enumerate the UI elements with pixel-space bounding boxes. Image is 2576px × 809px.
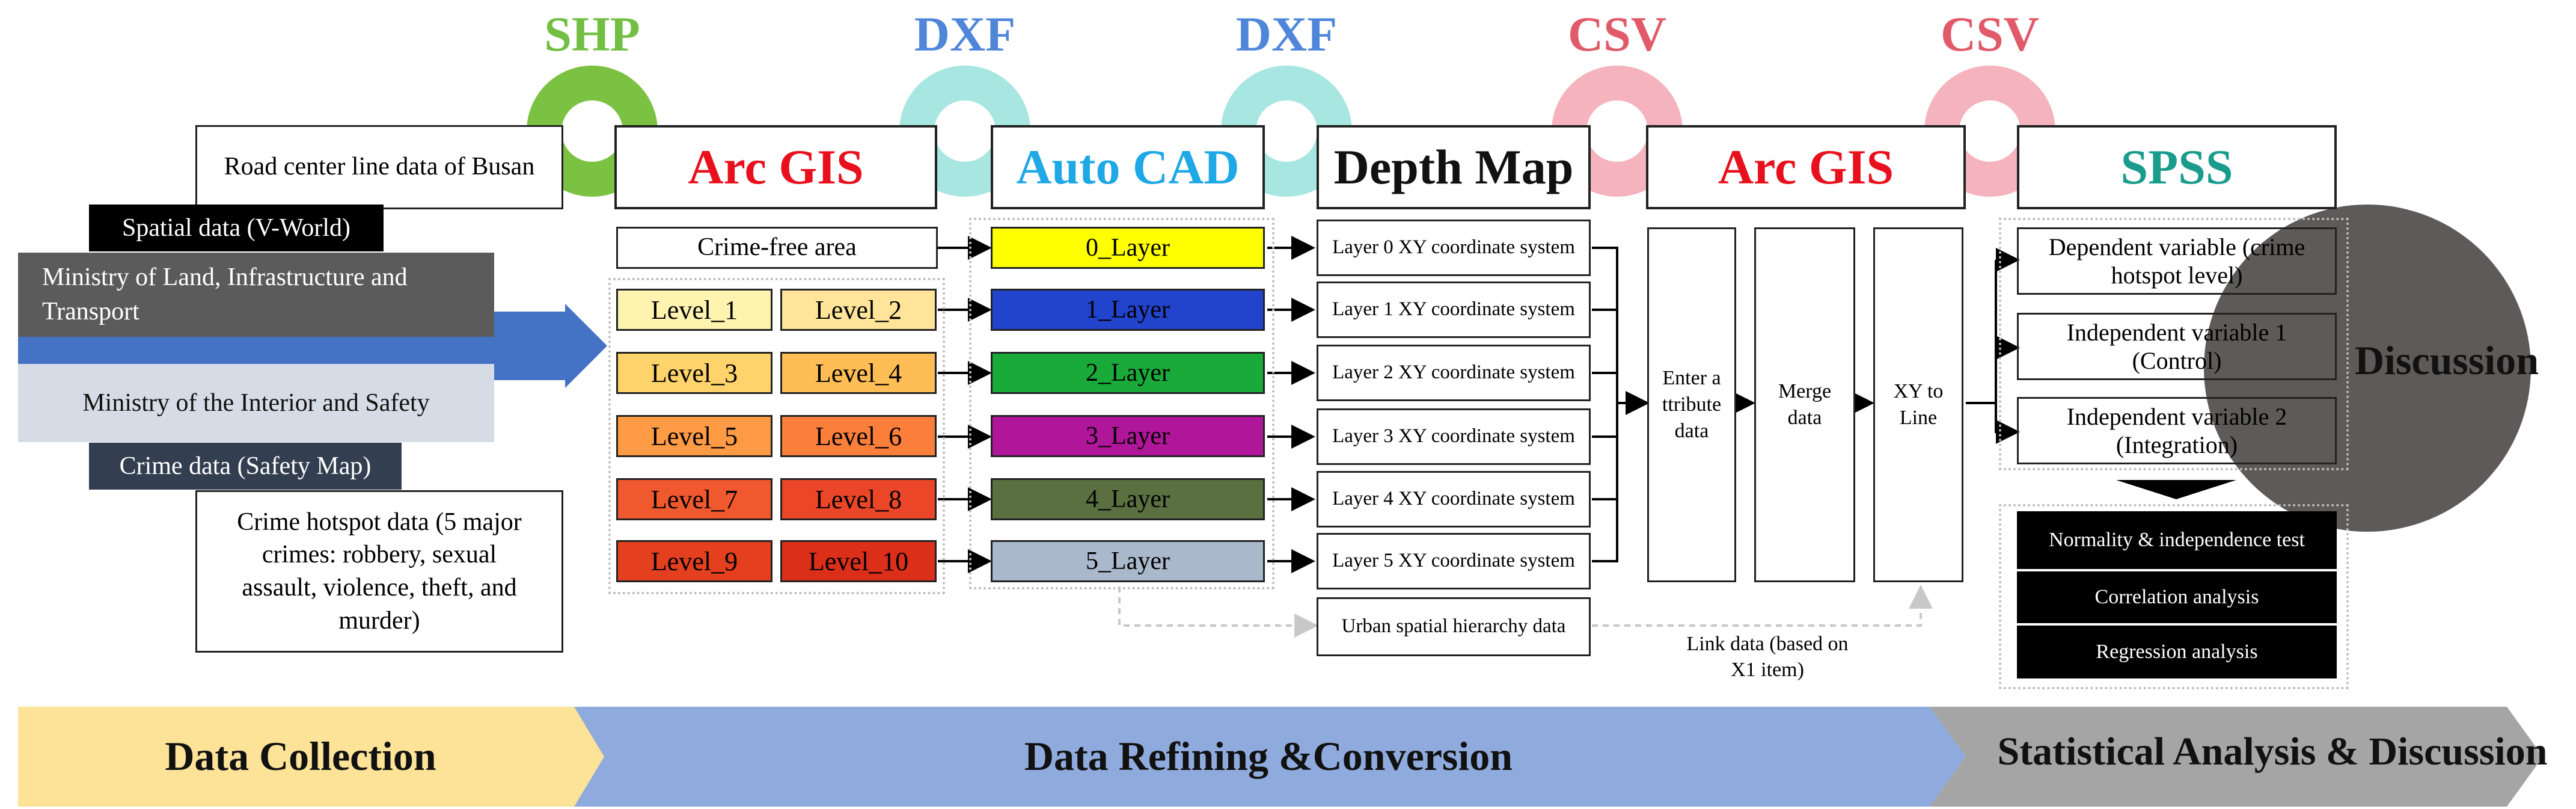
spss-title-box: SPSS (2017, 125, 2337, 209)
level-1-box: Level_1 (616, 289, 772, 331)
level-5-box: Level_5 (616, 415, 772, 457)
road-center-line-box: Road center line data of Busan (195, 125, 563, 209)
autocad-layer-3: 3_Layer (991, 415, 1265, 457)
depthmap-layer-5: Layer 5 XY coordinate system (1317, 533, 1591, 589)
dxf-format-label-1: DXF (914, 7, 1016, 61)
shp-format-label: SHP (544, 7, 640, 61)
autocad-layer-4: 4_Layer (991, 478, 1265, 520)
spss-variables-frame (1999, 218, 2349, 470)
ministry-interior-box: Ministry of the Interior and Safety (18, 364, 494, 442)
arcgis-title-box: Arc GIS (614, 125, 937, 209)
stage-refining-shape (574, 707, 1966, 807)
arcgis2-title-box: Arc GIS (1646, 125, 1966, 209)
merge-data-box: Merge data (1754, 227, 1855, 582)
level-10-box: Level_10 (780, 540, 937, 582)
autocad-layer-2: 2_Layer (991, 352, 1265, 394)
enter-attribute-box: Enter attribute data (1647, 227, 1736, 582)
autocad-to-depthmap-arrows (1267, 236, 1315, 573)
autocad-layer-5: 5_Layer (991, 540, 1265, 582)
autocad-layer-0: 0_Layer (991, 227, 1265, 269)
stage-collection-label: Data Collection (165, 733, 436, 780)
depthmap-layer-4: Layer 4 XY coordinate system (1317, 471, 1591, 528)
autocad-layer-frame (969, 218, 1274, 589)
normality-test-box: Normality & independence test (2017, 511, 2337, 569)
depthmap-title-box: Depth Map (1317, 125, 1591, 209)
level-4-box: Level_4 (780, 352, 937, 394)
level-9-box: Level_9 (616, 540, 772, 582)
link-data-connector (1118, 585, 1933, 638)
crime-hotspot-box: Crime hotspot data (5 major crimes: robb… (195, 490, 563, 653)
spatial-data-label: Spatial data (V-World) (89, 205, 384, 251)
urban-hierarchy-box: Urban spatial hierarchy data (1317, 597, 1591, 656)
spss-tests-frame (1999, 504, 2349, 689)
discussion-circle (2204, 205, 2531, 532)
depthmap-layer-0: Layer 0 XY coordinate system (1317, 220, 1591, 276)
crime-data-label: Crime data (Safety Map) (89, 443, 402, 490)
stage-banner (18, 707, 2543, 807)
level-2-box: Level_2 (780, 289, 937, 331)
discussion-label: Discussion (2354, 337, 2539, 383)
link-data-label: Link data (based on X1 item) (1686, 633, 1849, 681)
level-7-box: Level_7 (616, 478, 772, 520)
csv-format-label-2: CSV (1940, 7, 2040, 61)
stage-collection-shape (18, 707, 604, 807)
level-8-box: Level_8 (780, 478, 937, 520)
dependent-variable-box: Dependent variable (crime hotspot level) (2017, 227, 2337, 295)
regression-analysis-box: Regression analysis (2017, 626, 2337, 678)
csv-format-label-1: CSV (1567, 7, 1667, 61)
independent-variable-2-box: Independent variable 2 (Integration) (2017, 397, 2337, 464)
spss-down-arrow (2116, 480, 2236, 499)
depthmap-layer-3: Layer 3 XY coordinate system (1317, 408, 1591, 465)
depthmap-layer-2: Layer 2 XY coordinate system (1317, 345, 1591, 401)
autocad-layer-1: 1_Layer (991, 289, 1265, 331)
crime-free-area-box: Crime-free area (616, 227, 938, 269)
level-3-box: Level_3 (616, 352, 772, 394)
depthmap-merge-bracket (1592, 247, 1650, 562)
depthmap-layer-1: Layer 1 XY coordinate system (1317, 281, 1591, 338)
level-6-box: Level_6 (780, 415, 937, 457)
correlation-analysis-box: Correlation analysis (2017, 571, 2337, 623)
arcgis-to-autocad-arrows (938, 236, 992, 573)
dxf-format-label-2: DXF (1235, 7, 1338, 61)
independent-variable-1-box: Independent variable 1 (Control) (2017, 313, 2337, 380)
autocad-title-box: Auto CAD (991, 125, 1265, 209)
ministry-land-box: Ministry of Land, Infrastructure and Tra… (18, 253, 494, 337)
stage-statistical-shape (1930, 707, 2543, 807)
xy-to-line-box: XY to Line (1873, 227, 1963, 582)
level-group-frame (608, 278, 945, 594)
stage-statistical-label: Statistical Analysis & Discussion (1997, 730, 2548, 774)
stage-refining-label: Data Refining &Conversion (1024, 733, 1513, 780)
